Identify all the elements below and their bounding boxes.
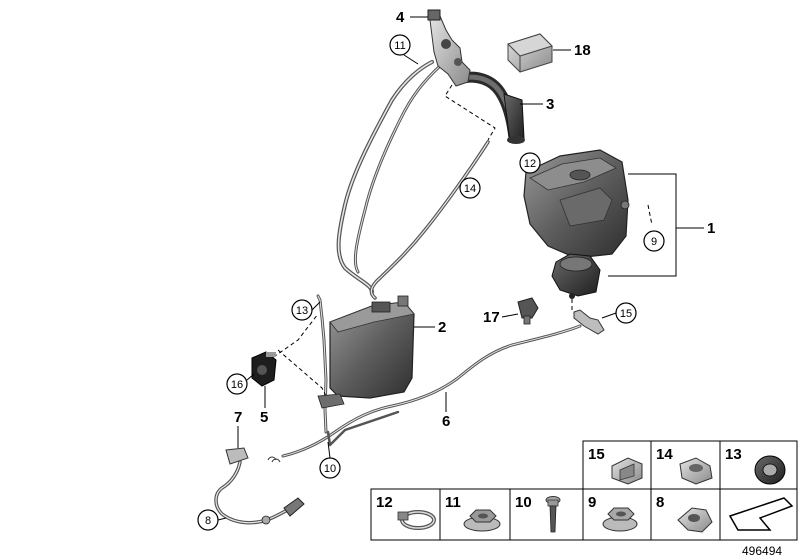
legend-label-13: 13 [725, 446, 742, 463]
sensor-17 [517, 297, 539, 325]
small-tank-2 [317, 295, 415, 409]
callout-3: 3 [546, 96, 554, 113]
callout-6: 6 [442, 413, 450, 430]
legend-label-15: 15 [588, 446, 605, 463]
svg-text:14: 14 [464, 183, 476, 195]
legend-label-9: 9 [588, 494, 596, 511]
callout-5: 5 [260, 409, 268, 426]
callout-2: 2 [438, 319, 446, 336]
svg-text:16: 16 [231, 379, 243, 391]
filler-cap [427, 9, 441, 21]
callout-11: 11 [389, 34, 419, 65]
callout-4: 4 [396, 9, 405, 26]
clip-14-image [679, 457, 713, 485]
callout-10: 10 [319, 441, 341, 479]
connector-8 [261, 497, 305, 525]
line-11b [353, 64, 442, 274]
svg-text:10: 10 [324, 463, 336, 475]
svg-text:15: 15 [620, 308, 632, 320]
callout-13: 13 [291, 299, 321, 321]
callout-1: 1 [707, 220, 715, 237]
callout-15: 15 [601, 302, 637, 324]
diagram-id: 496494 [742, 544, 782, 558]
callout-16: 16 [226, 373, 255, 395]
nut-9-image [602, 507, 638, 532]
callout-12: 12 [519, 152, 541, 174]
line-11 [336, 60, 434, 294]
hose-clamp-12-image [397, 510, 436, 530]
bracket-15 [573, 309, 605, 335]
arrow-symbol-icon [728, 497, 794, 531]
svg-text:11: 11 [394, 40, 405, 52]
svg-text:12: 12 [524, 158, 536, 170]
svg-text:9: 9 [651, 236, 657, 248]
filler-pipe-3 [503, 93, 525, 144]
callout-18: 18 [574, 42, 591, 59]
line-10 [326, 410, 400, 447]
parts-legend: 15 14 13 12 11 10 9 8 [370, 440, 798, 541]
svg-text:8: 8 [205, 515, 211, 527]
grommet-13-image [754, 455, 786, 485]
nut-11-image [463, 509, 501, 532]
callout-9: 9 [643, 230, 665, 252]
hose-lines [214, 60, 582, 525]
legend-label-8: 8 [656, 494, 664, 511]
callout-8: 8 [197, 509, 227, 531]
clip-15-image [611, 457, 643, 485]
legend-label-12: 12 [376, 494, 393, 511]
legend-label-10: 10 [515, 494, 532, 511]
callout-7: 7 [234, 409, 242, 426]
control-unit-18 [507, 33, 553, 73]
clip-8-image [677, 507, 713, 533]
bracket-7 [225, 447, 281, 465]
pressure-sensor-5 [251, 351, 277, 387]
legend-label-14: 14 [656, 446, 673, 463]
line-14 [369, 140, 490, 300]
filler-neck [427, 9, 471, 87]
callout-17: 17 [483, 309, 500, 326]
callouts: 4 18 3 1 2 17 7 5 6 11 1 [197, 9, 715, 531]
legend-label-11: 11 [445, 494, 461, 511]
callout-14: 14 [459, 177, 481, 199]
bolt-10-image [545, 496, 561, 533]
svg-text:13: 13 [296, 305, 308, 317]
main-tank-1 [523, 149, 630, 299]
